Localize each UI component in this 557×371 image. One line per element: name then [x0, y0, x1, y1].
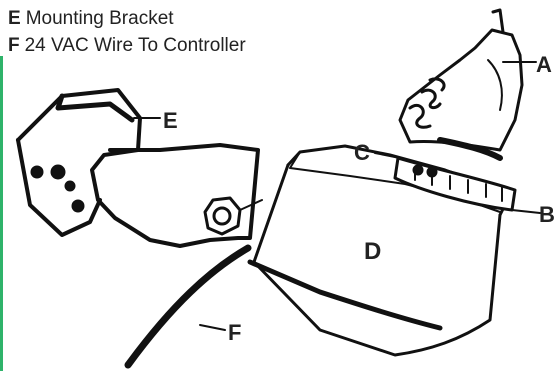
hex-bolt [203, 196, 263, 236]
wire-f [124, 244, 252, 369]
green-margin-rule [0, 56, 3, 371]
callout-a: A [536, 52, 552, 77]
leader-c [374, 152, 401, 159]
legend-text-f: 24 VAC Wire To Controller [24, 35, 246, 56]
mounting-bracket-e [16, 88, 260, 248]
callout-f: F [228, 320, 241, 345]
callout-d: D [364, 238, 381, 265]
legend-key-e: E [8, 8, 21, 29]
leader-f [199, 324, 226, 331]
legend-key-f: F [8, 35, 20, 56]
connector-c [412, 164, 438, 178]
solenoid-cap-a [398, 8, 524, 161]
legend-text-e: Mounting Bracket [25, 8, 174, 29]
leader-lines [133, 61, 541, 331]
callout-b: B [539, 202, 555, 227]
callout-c: C [354, 140, 370, 165]
leader-b [511, 209, 541, 214]
callout-e: E [163, 108, 178, 133]
collar-ring-b [393, 156, 517, 212]
